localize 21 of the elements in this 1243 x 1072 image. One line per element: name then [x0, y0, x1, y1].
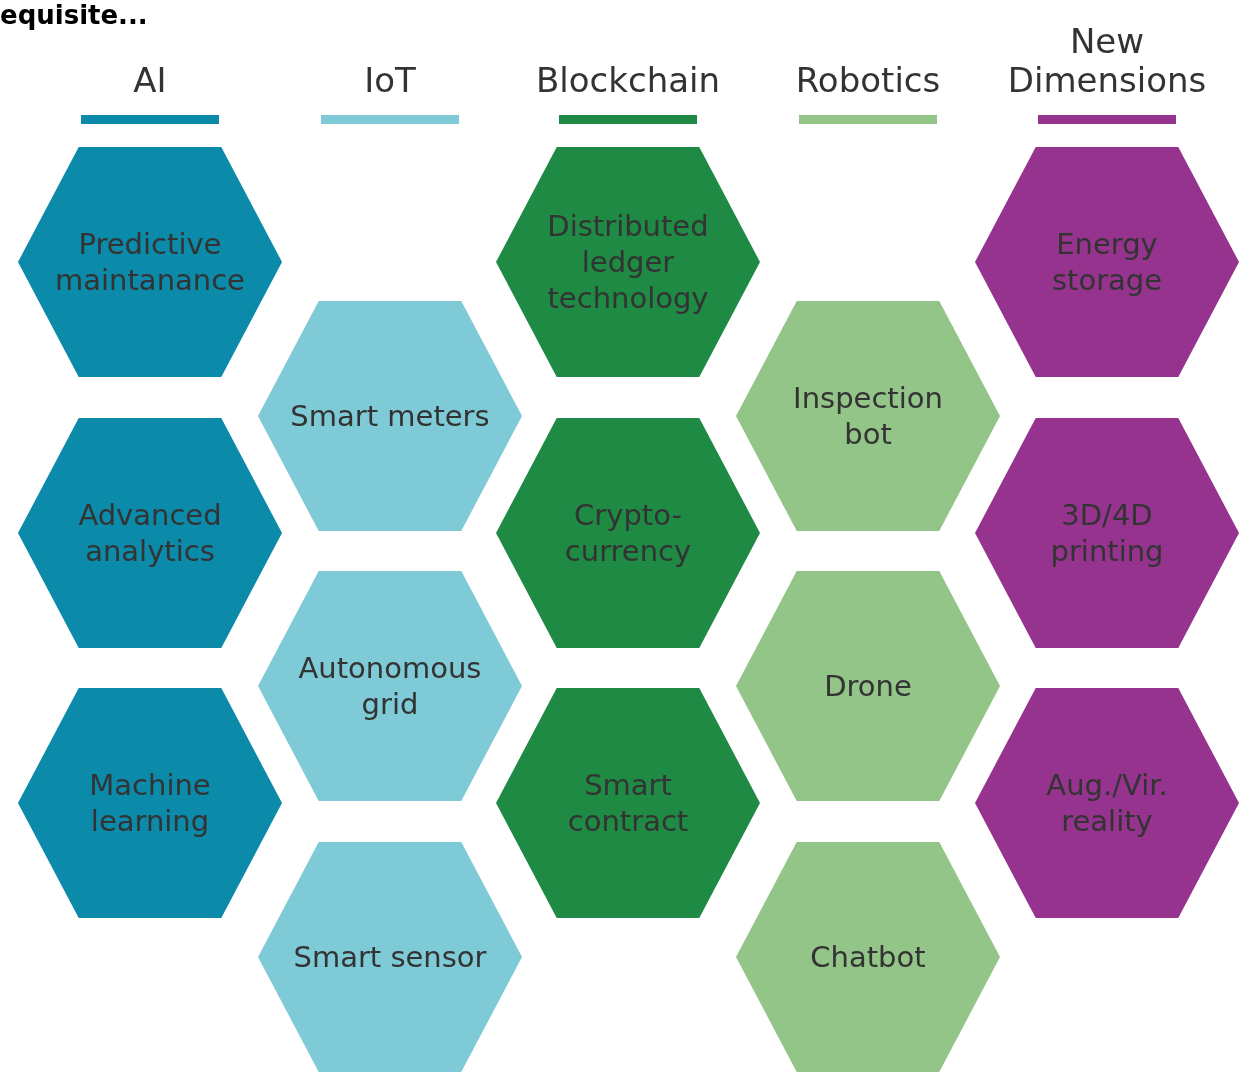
hexagon-label: Smart sensor	[292, 938, 488, 976]
hexagon-label: Crypto-currency	[563, 496, 693, 570]
heading-text: equisite...	[0, 0, 148, 30]
hexagon-label: 3D/4D printing	[1049, 496, 1165, 570]
hexagon-label: Autonomous grid	[297, 649, 483, 723]
hexagon-label: Chatbot	[809, 938, 927, 976]
hexagon-label: Drone	[823, 667, 913, 705]
hexagon-label: Smart meters	[290, 397, 490, 435]
hexagon-label: Predictive maintanance	[54, 225, 246, 299]
column-heading: AI	[132, 60, 168, 100]
hexagon-label: Aug./Vir. reality	[1045, 766, 1169, 840]
hexagon-label: Distributed ledger technology	[546, 207, 710, 317]
column-heading: IoT	[363, 60, 417, 100]
hexagon-label: Advanced analytics	[77, 496, 223, 570]
hexagon-label: Energy storage	[1050, 225, 1164, 299]
hexagon-label: Smart contract	[566, 766, 690, 840]
column-heading: Blockchain	[535, 60, 721, 100]
column-heading: New Dimensions	[1006, 21, 1208, 100]
hexagon-label: Machine learning	[88, 766, 212, 840]
column-heading: Robotics	[794, 60, 942, 100]
hexagon-label: Inspection bot	[792, 379, 944, 453]
